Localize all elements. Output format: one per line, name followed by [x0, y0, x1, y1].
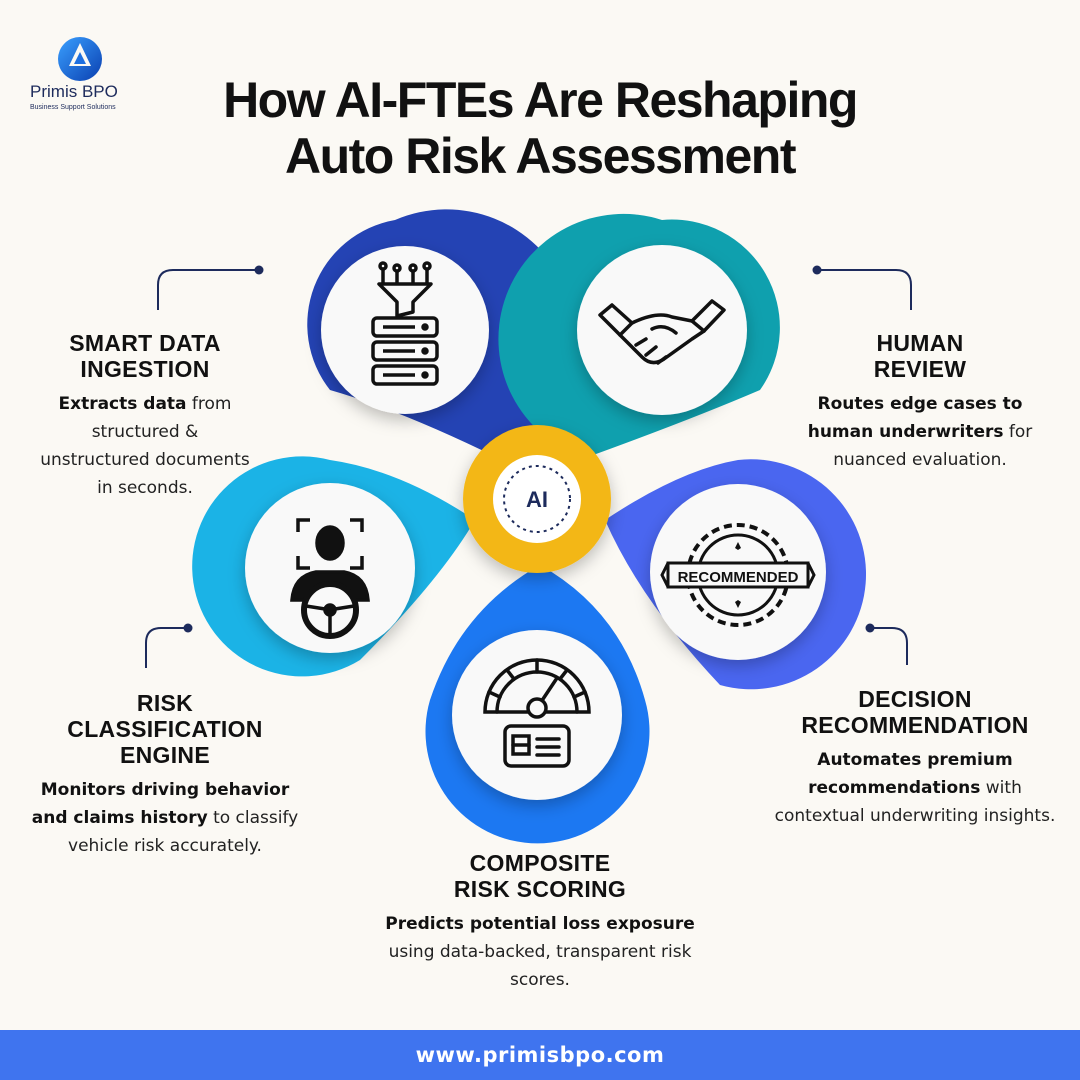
step-smart-data-ingestion: SMART DATA INGESTION Extracts data from … — [40, 330, 250, 502]
step-title-line: INGESTION — [80, 356, 210, 382]
stamp-label: RECOMMENDED — [678, 569, 799, 586]
step-description: Predicts potential loss exposure using d… — [380, 910, 700, 994]
step-decision-recommendation: DECISION RECOMMENDATION Automates premiu… — [770, 686, 1060, 830]
brand-name: Primis BPO — [30, 82, 118, 101]
step-description: Extracts data from structured & unstruct… — [40, 390, 250, 502]
connector-dot — [812, 265, 822, 275]
step-desc-bold: Automates premium recommendations — [808, 750, 1013, 798]
step-title-line: REVIEW — [873, 356, 967, 382]
step-title: DECISION RECOMMENDATION — [770, 686, 1060, 738]
handshake-icon — [598, 299, 726, 365]
website-link[interactable]: www.primisbpo.com — [415, 1043, 665, 1067]
step-risk-classification-engine: RISK CLASSIFICATION ENGINE Monitors driv… — [30, 690, 300, 860]
step-desc-bold: Monitors driving behavior and claims his… — [31, 780, 290, 828]
connectors — [145, 269, 912, 668]
step-title-line: DECISION — [858, 686, 972, 712]
petal-human-review — [498, 213, 780, 458]
step-title-line: SMART DATA — [69, 330, 221, 356]
connector-risk-classification — [145, 627, 188, 668]
step-human-review: HUMAN REVIEW Routes edge cases to human u… — [800, 330, 1040, 474]
step-description: Automates premium recommendations with c… — [770, 746, 1060, 830]
step-title: RISK CLASSIFICATION ENGINE — [30, 690, 300, 768]
title-line-1: How AI-FTEs Are Reshaping — [223, 72, 858, 128]
step-desc-bold: Routes edge cases to — [817, 394, 1023, 414]
step-desc-text: using data-backed, transparent risk scor… — [388, 942, 692, 990]
step-title-line: HUMAN — [876, 330, 964, 356]
step-title-line: RISK — [136, 690, 194, 716]
step-title-line: RISK SCORING — [453, 876, 627, 902]
step-title: COMPOSITE RISK SCORING — [380, 850, 700, 902]
brand-tagline: Business Support Solutions — [30, 104, 116, 111]
step-desc-bold: Extracts data — [58, 394, 187, 414]
step-title: HUMAN REVIEW — [800, 330, 1040, 382]
step-title-line: RECOMMENDATION — [801, 712, 1029, 738]
risk-gauge-icon — [483, 658, 591, 768]
step-title-line: ENGINE — [120, 742, 210, 768]
connector-smart-data — [157, 269, 259, 310]
step-title-line: CLASSIFICATION — [67, 716, 263, 742]
connector-dot — [183, 623, 193, 633]
connector-decision — [870, 627, 908, 665]
footer-bar: www.primisbpo.com — [0, 1030, 1080, 1080]
step-title-line: COMPOSITE — [469, 850, 611, 876]
step-title: SMART DATA INGESTION — [40, 330, 250, 382]
recommended-badge-icon: RECOMMENDED — [660, 523, 816, 627]
data-funnel-server-icon — [371, 261, 439, 386]
step-description: Routes edge cases to human underwriters f… — [800, 390, 1040, 474]
petal-smart-data-ingestion — [307, 209, 577, 458]
center-ai-label: AI — [526, 487, 548, 512]
connector-human-review — [817, 269, 912, 310]
step-desc-text: with contextual underwriting insights. — [774, 778, 1056, 826]
driver-face-scan-icon — [290, 518, 370, 639]
step-desc-bold: human underwriters — [807, 422, 1004, 442]
connector-dot — [865, 623, 875, 633]
step-desc-text: to classify vehicle risk accurately. — [68, 808, 299, 856]
step-desc-bold: Predicts potential loss exposure — [385, 914, 695, 934]
logo-mark-icon — [58, 37, 102, 81]
petal-risk-classification — [192, 456, 475, 677]
step-composite-risk-scoring: COMPOSITE RISK SCORING Predicts potentia… — [380, 850, 700, 994]
page-title: How AI-FTEs Are Reshaping Auto Risk Asse… — [130, 72, 950, 184]
connector-dot — [254, 265, 264, 275]
title-line-2: Auto Risk Assessment — [285, 128, 797, 184]
step-description: Monitors driving behavior and claims his… — [30, 776, 300, 860]
center-ai-hub: AI — [463, 425, 611, 573]
step-desc-text: from structured & unstructured documents… — [40, 394, 250, 498]
step-desc-text: for nuanced evaluation. — [833, 422, 1033, 470]
